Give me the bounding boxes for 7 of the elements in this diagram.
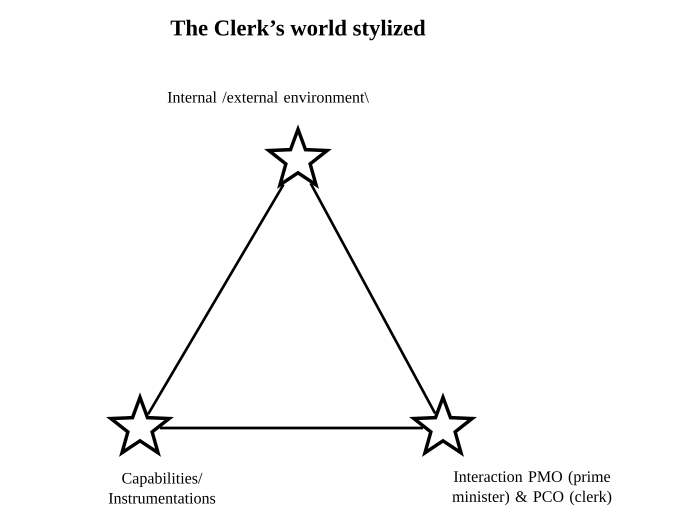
connecting-line [309, 182, 436, 414]
corner-label: Internal /external environment\ [168, 91, 369, 103]
title: The Clerk’s world stylized [170, 20, 426, 40]
connecting-line [160, 426, 424, 430]
corner-label: Capabilities/ Instrumentations [108, 472, 216, 504]
corner-label: Interaction PMO (prime minister) & PCO (clerk) [452, 470, 612, 506]
connecting-line [146, 184, 285, 415]
